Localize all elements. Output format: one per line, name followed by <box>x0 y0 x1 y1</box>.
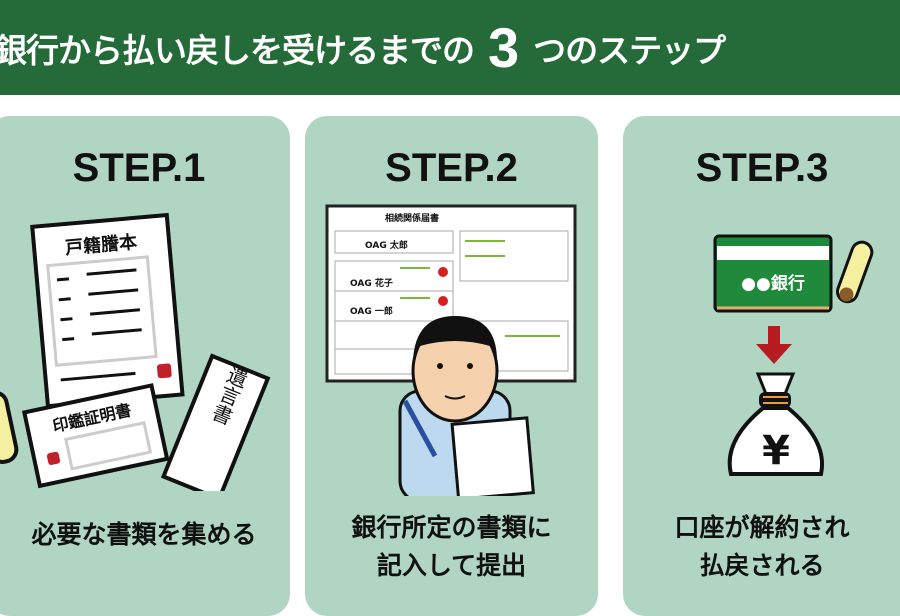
form-name-3: OAG 一郎 <box>350 305 393 317</box>
step-3-label: STEP.3 <box>695 146 829 190</box>
bank-passbook-icon: ●●銀行 <box>713 234 833 313</box>
step-3-caption-line-2: 払戻される <box>699 551 825 580</box>
bank-name: ●●銀行 <box>741 273 805 294</box>
passbook-to-money-illustration: ●●銀行 ¥ <box>713 234 874 476</box>
step-2-caption-line-2: 記入して提出 <box>376 551 527 580</box>
arrow-down-icon <box>756 326 792 364</box>
page-header: 銀行から払い戻しを受けるまでの 3 つのステップ <box>0 0 900 95</box>
money-bag-icon: ¥ <box>727 372 824 476</box>
step-3-caption: 口座が解約され 払戻される <box>623 509 900 585</box>
step-2-card: STEP.2 相続関係届書 OAG 太郎 OAG 花子 OAG 一郎 銀行所定の… <box>305 116 598 616</box>
step-2-caption-line-1: 銀行所定の書類に <box>351 513 552 542</box>
yen-symbol: ¥ <box>762 428 790 474</box>
step-3-card: STEP.3 ●●銀行 ¥ 口座が解約され 払戻される <box>623 116 900 616</box>
step-2-caption: 銀行所定の書類に 記入して提出 <box>305 509 598 585</box>
seal-stamp-icon <box>157 363 172 379</box>
step-2-label: STEP.2 <box>385 146 518 190</box>
form-name-2: OAG 花子 <box>350 277 393 289</box>
form-filling-illustration: 相続関係届書 OAG 太郎 OAG 花子 OAG 一郎 <box>325 204 577 496</box>
documents-illustration: 戸籍謄本 印鑑証明書 遺言書 <box>0 212 271 491</box>
step-1-caption: 必要な書類を集める <box>0 516 290 554</box>
header-step-count: 3 <box>488 16 520 79</box>
step-1-label: STEP.1 <box>72 146 206 190</box>
seal-stick-icon <box>835 240 874 304</box>
step-1-caption-line: 必要な書類を集める <box>31 520 257 549</box>
seal-stick-icon <box>0 390 19 464</box>
form-name-1: OAG 太郎 <box>365 239 408 251</box>
header-title-part1: 銀行から払い戻しを受けるまでの <box>0 30 475 70</box>
man-character-icon <box>398 316 535 496</box>
header-title-part2: つのステップ <box>533 30 726 70</box>
form-title: 相続関係届書 <box>385 212 439 224</box>
step-1-card: STEP.1 戸籍謄本 印鑑証明書 遺言書 <box>0 116 290 616</box>
step-3-caption-line-1: 口座が解約され <box>674 513 850 542</box>
